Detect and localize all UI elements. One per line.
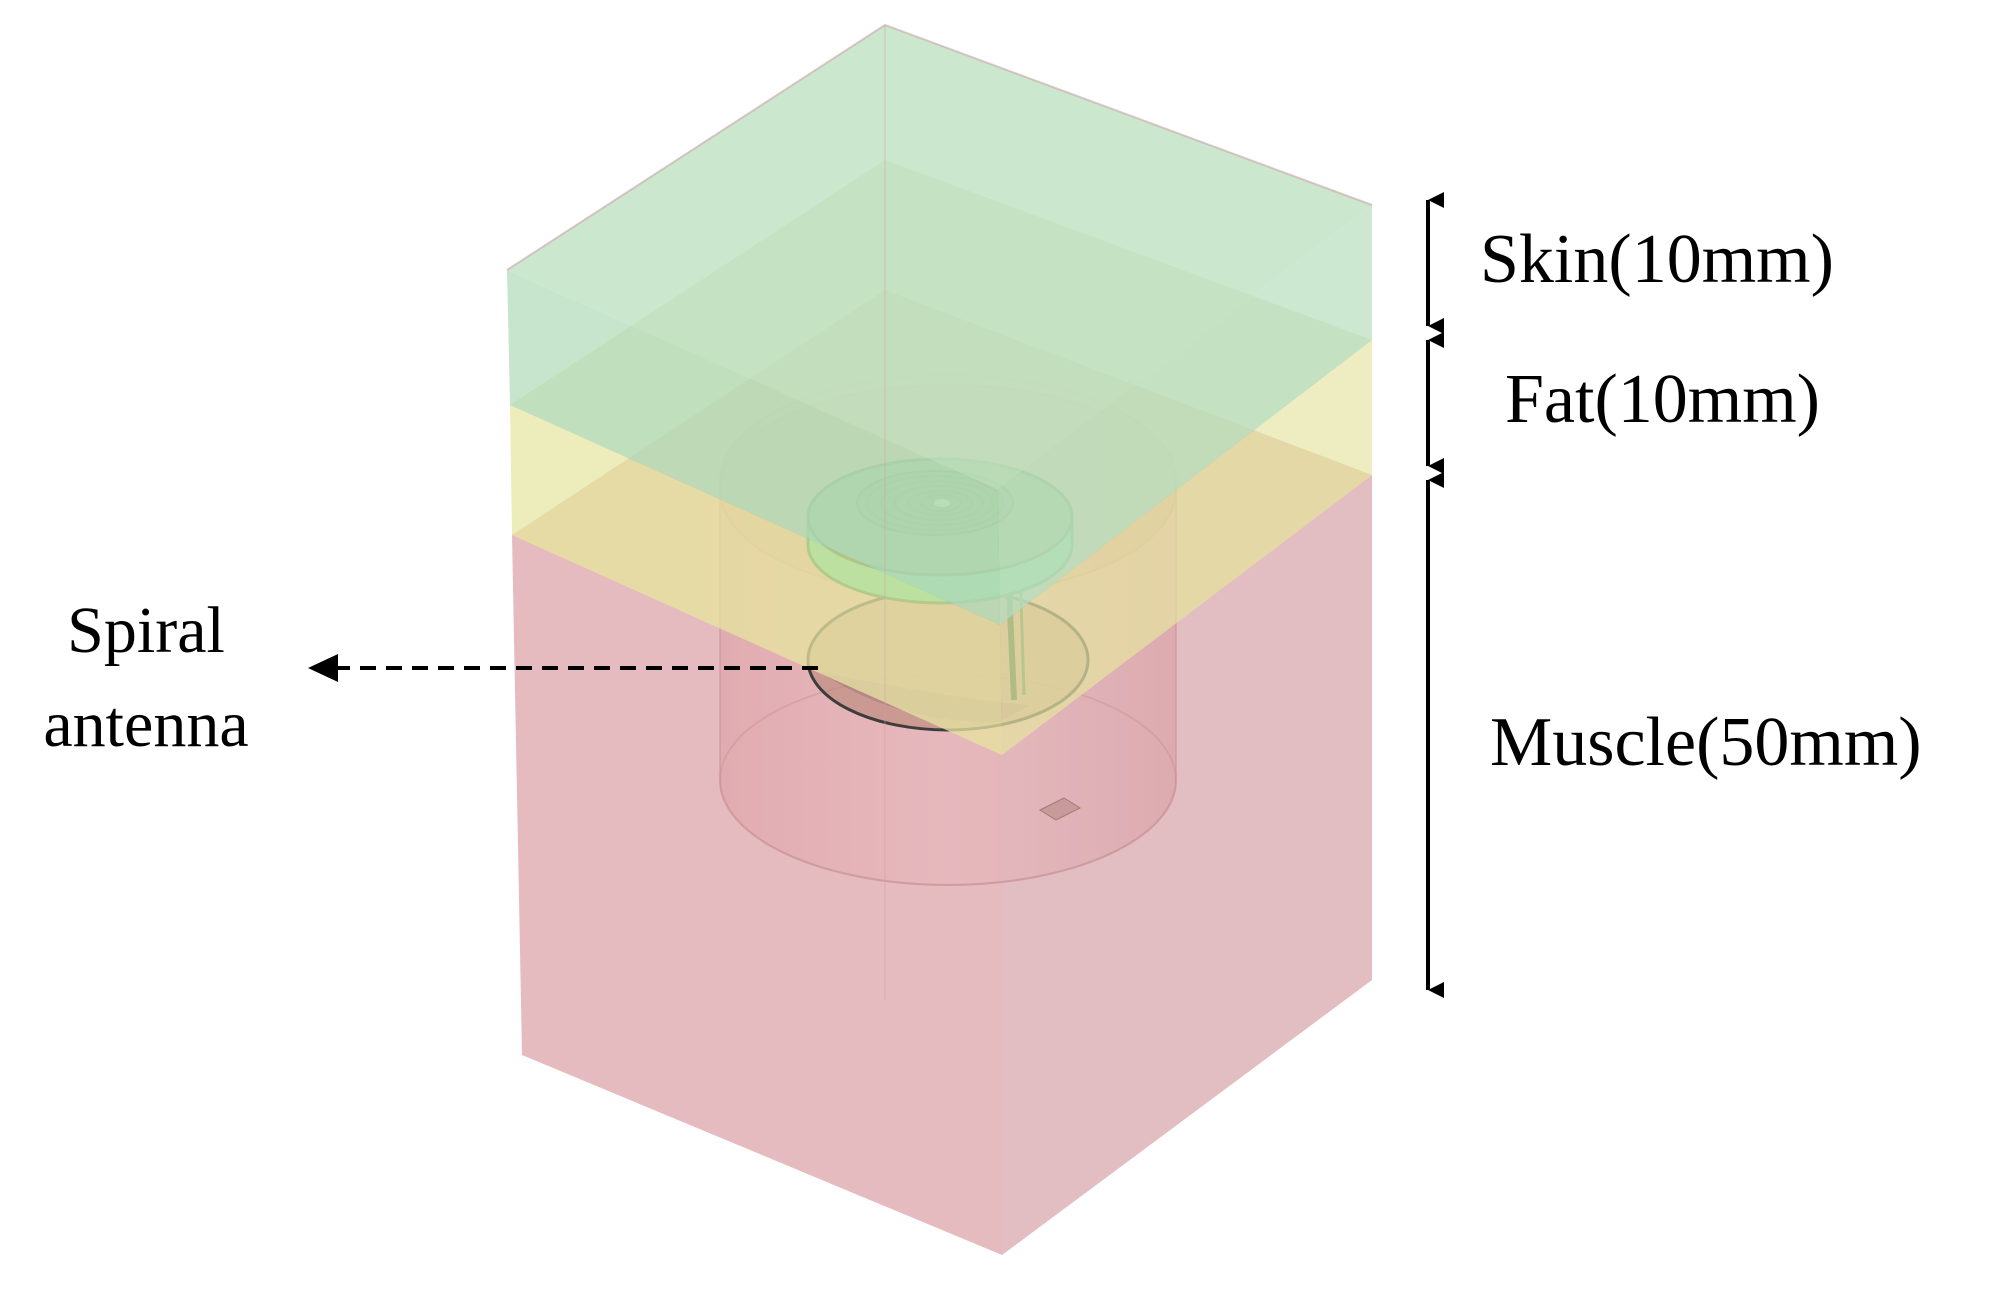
feed-port-icon	[1038, 797, 1082, 821]
block-edges	[506, 23, 1373, 1000]
antenna-pointer	[308, 654, 818, 682]
antenna-label-line2: antenna	[43, 688, 248, 761]
skin-layer	[507, 25, 1372, 625]
skin-left-face	[507, 270, 1000, 625]
antenna-label-line1: Spiral	[67, 594, 225, 667]
fat-label: Fat(10mm)	[1505, 361, 1820, 438]
skin-top-face	[507, 25, 1372, 490]
fat-left-face	[510, 405, 1002, 755]
skin-right-face	[998, 205, 1372, 625]
muscle-right-face	[1002, 475, 1372, 1255]
pointer-arrow-head	[308, 654, 338, 682]
fat-right-face	[1000, 340, 1372, 755]
muscle-label: Muscle(50mm)	[1490, 704, 1922, 781]
skin-label: Skin(10mm)	[1480, 221, 1834, 298]
